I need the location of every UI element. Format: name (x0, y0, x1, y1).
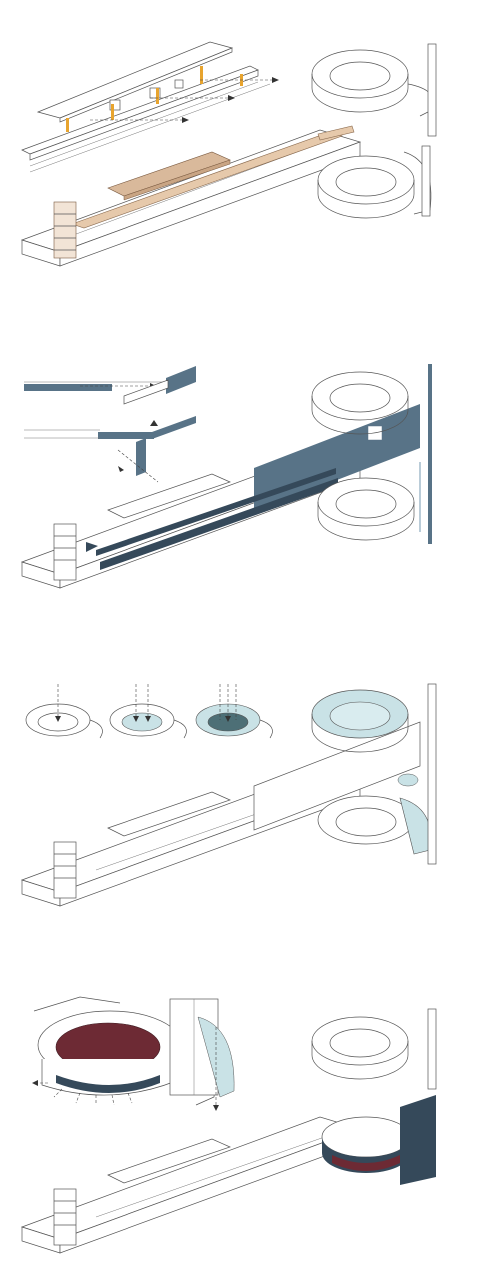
wall-column (136, 438, 146, 476)
core-2 (111, 104, 114, 120)
main-building-block (20, 129, 362, 267)
auditorium-detail (33, 996, 235, 1111)
stair-tower (53, 523, 77, 581)
skylight-opening (397, 773, 419, 787)
wall-panel-2 (166, 366, 196, 394)
stair-tower (53, 1188, 77, 1246)
upper-rotunda (311, 43, 437, 137)
wall-slab-3 (98, 432, 154, 439)
arrow-right-icon (228, 95, 235, 101)
core-1 (66, 118, 69, 132)
core-4 (200, 66, 203, 84)
panel-circulation (0, 0, 492, 300)
drum-wall (400, 1095, 436, 1185)
lower-rotunda (317, 795, 432, 855)
stair-tower (53, 201, 77, 259)
timber-ramp (71, 131, 343, 229)
structural-wall-long (96, 468, 336, 556)
panel-light (0, 640, 492, 940)
arrow-down-icon (133, 716, 139, 722)
structural-column (428, 364, 432, 544)
circulation-axonometric (20, 41, 437, 267)
upper-rotunda (311, 689, 409, 753)
floating-roof-slab (36, 41, 234, 123)
arrow-right-icon (182, 117, 189, 123)
lower-rotunda-auditorium (321, 1095, 436, 1185)
bridge-link (317, 125, 355, 141)
lower-rotunda (317, 145, 432, 219)
arrow-right-icon (272, 77, 279, 83)
rotunda-study-3 (195, 684, 273, 739)
panel-structure (0, 322, 492, 622)
flow-arrows (90, 77, 279, 123)
rotunda-study-1 (25, 684, 103, 739)
arrow-down-icon (225, 716, 231, 722)
arrow-left-icon (32, 1080, 38, 1086)
core-3 (156, 88, 159, 104)
main-building-block (20, 1116, 362, 1254)
structure-axonometric (20, 364, 432, 589)
audience-flow-arrows (32, 1080, 133, 1106)
structural-wall-base (100, 478, 338, 570)
arrow-down-icon (55, 716, 61, 722)
upper-rotunda (311, 1016, 409, 1080)
arrow-down-icon (145, 716, 151, 722)
arrow-up-icon (150, 420, 158, 426)
rotunda-study-2 (109, 684, 187, 739)
arrow-down-icon (213, 1105, 219, 1111)
stair-tower (53, 841, 77, 899)
wall-slab-4 (152, 416, 196, 439)
exploded-wall-elements (24, 366, 196, 483)
upper-gallery-level (21, 65, 271, 173)
main-building-block (20, 721, 421, 907)
arrow-down-icon (118, 466, 124, 472)
wall-slab-1 (24, 384, 112, 391)
auditorium-axonometric (20, 996, 437, 1254)
upper-rotunda (311, 371, 409, 435)
panel-auditorium (0, 987, 492, 1287)
lower-rotunda (317, 477, 415, 541)
light-axonometric (20, 683, 437, 907)
